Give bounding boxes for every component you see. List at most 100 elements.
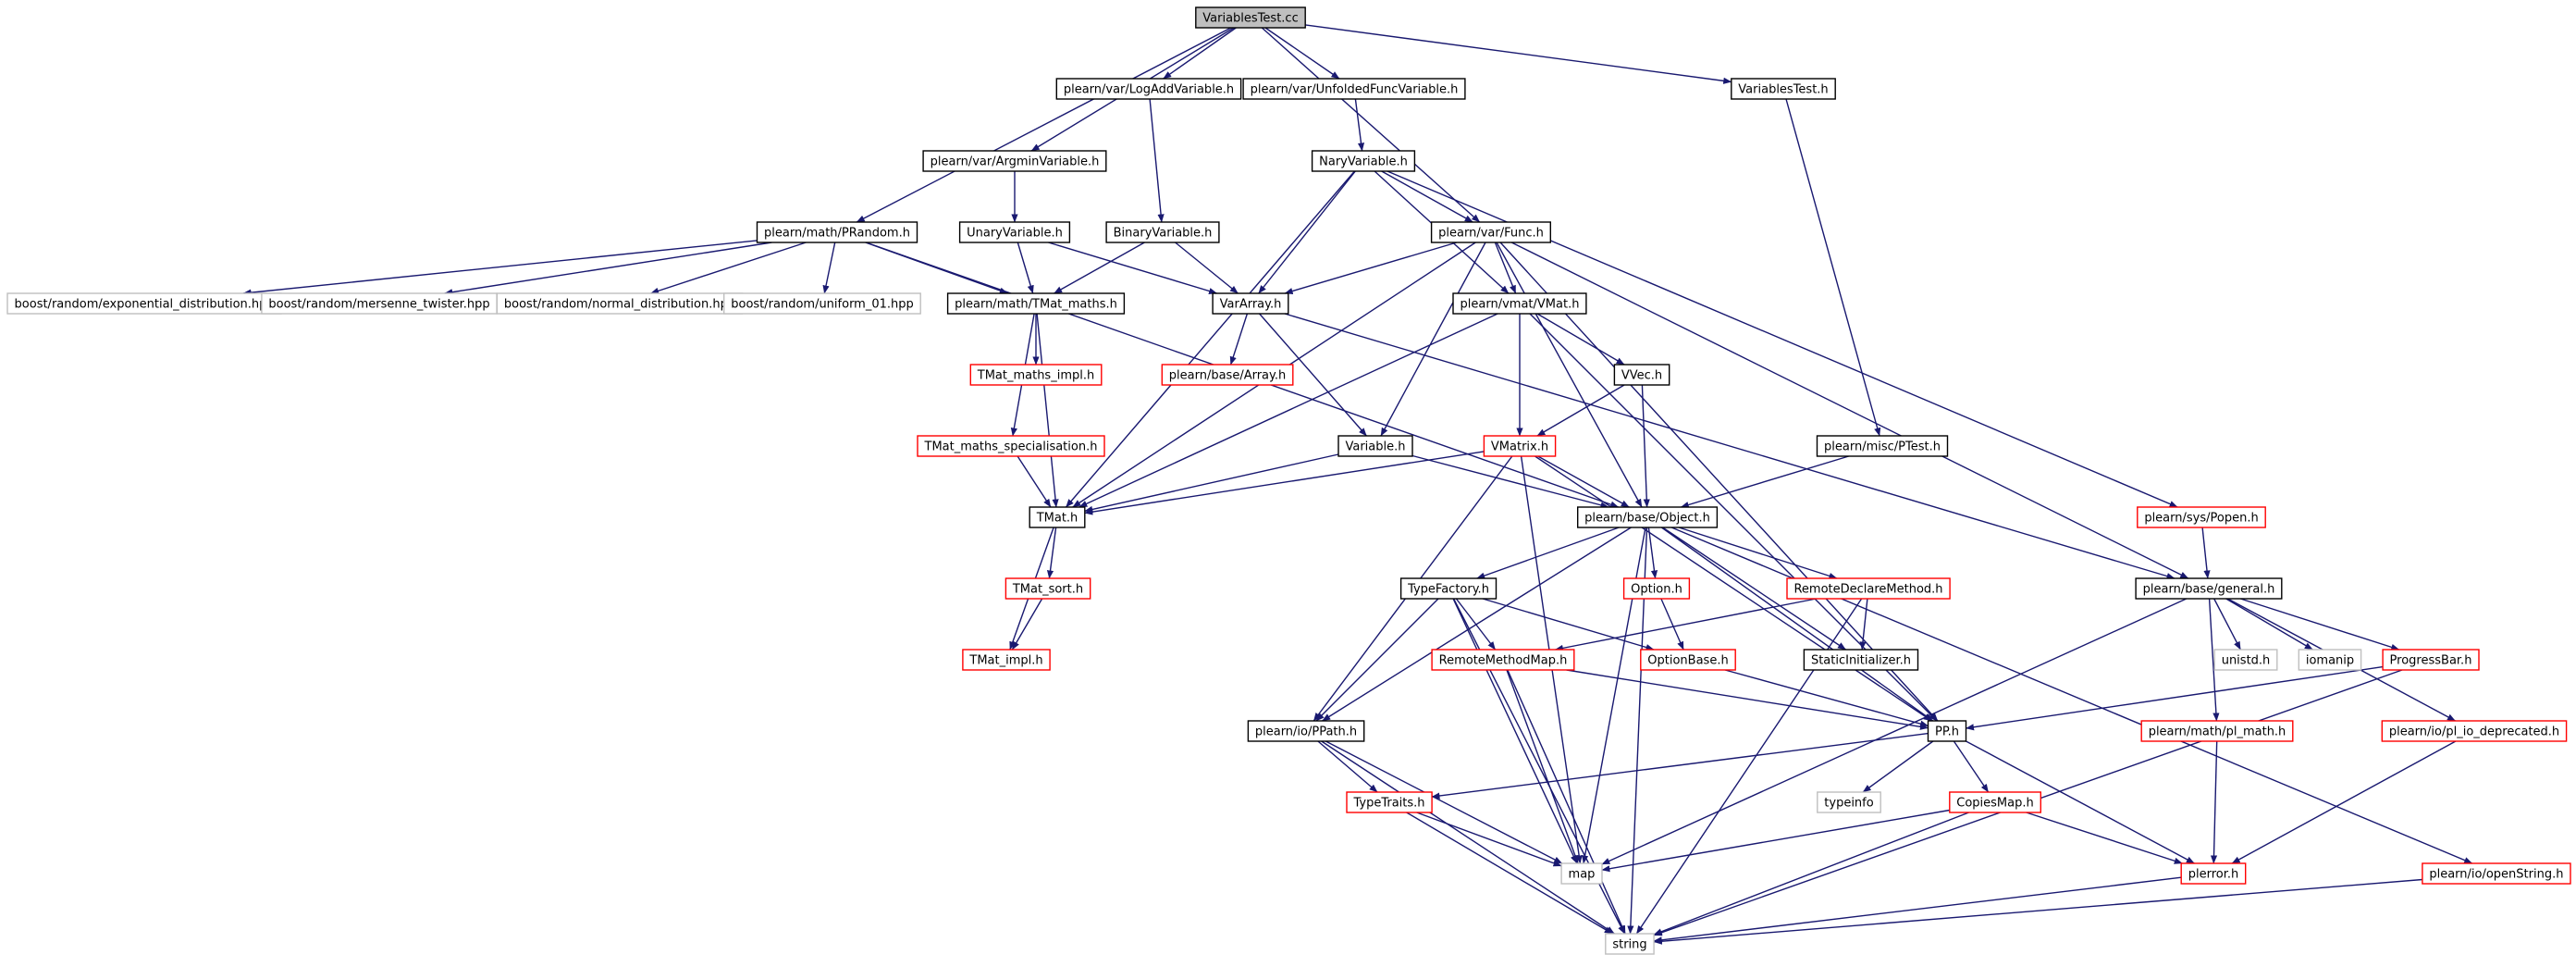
node-label: VariablesTest.h (1738, 83, 1828, 97)
node-typefactory[interactable]: TypeFactory.h (1399, 577, 1498, 600)
node-argmin[interactable]: plearn/var/ArgminVariable.h (922, 150, 1107, 172)
edge-typefactory-to-ppath (1315, 598, 1439, 722)
edge-general-to-plmath (2208, 598, 2220, 722)
node-box (1105, 221, 1220, 243)
node-box (723, 292, 921, 315)
node-prandom[interactable]: plearn/math/PRandom.h (756, 221, 918, 243)
node-tmatspec[interactable]: TMat_maths_specialisation.h (917, 435, 1105, 457)
node-label: string (1612, 938, 1646, 952)
node-root[interactable]: VariablesTest.cc (1195, 6, 1306, 29)
edge-vmat-to-tmat (1078, 313, 1498, 508)
node-unary[interactable]: UnaryVariable.h (958, 221, 1071, 243)
node-remotemap[interactable]: RemoteMethodMap.h (1431, 649, 1575, 671)
edge-tmat-to-tmatsort (1046, 527, 1057, 579)
node-nary[interactable]: NaryVariable.h (1311, 150, 1416, 172)
node-basearray[interactable]: plearn/base/Array.h (1161, 364, 1294, 386)
node-label: plerror.h (2188, 868, 2239, 882)
node-box (958, 221, 1071, 243)
node-label: VVec.h (1621, 369, 1662, 383)
edge-root-to-vtesth (1305, 24, 1732, 84)
node-vvec[interactable]: VVec.h (1613, 364, 1670, 386)
node-box (1640, 649, 1736, 671)
node-plmath[interactable]: plearn/math/pl_math.h (2140, 720, 2294, 742)
node-label: RemoteMethodMap.h (1439, 654, 1568, 668)
node-vtesth[interactable]: VariablesTest.h (1731, 78, 1836, 100)
node-label: boost/random/normal_distribution.hpp (504, 298, 735, 312)
node-object[interactable]: plearn/base/Object.h (1576, 506, 1719, 528)
node-pliodep[interactable]: plearn/io/pl_io_deprecated.h (2381, 720, 2568, 742)
node-unfolded[interactable]: plearn/var/UnfoldedFuncVariable.h (1242, 78, 1466, 100)
node-label: plearn/base/Array.h (1169, 369, 1286, 383)
edge-tmatmaths-to-tmat (1036, 313, 1059, 508)
node-copiesmap[interactable]: CopiesMap.h (1949, 791, 2042, 813)
node-ppath[interactable]: plearn/io/PPath.h (1247, 720, 1365, 742)
edge-func-to-object (1496, 242, 1643, 508)
edge-tmatsort-to-tmatimpl (1011, 598, 1043, 651)
node-label: boost/random/exponential_distribution.hp… (15, 298, 275, 312)
node-box (946, 292, 1126, 315)
node-tmatmaths[interactable]: plearn/math/TMat_maths.h (946, 292, 1126, 315)
edge-nary-to-tmat (1065, 170, 1356, 508)
node-box (1195, 6, 1306, 29)
node-popen[interactable]: plearn/sys/Popen.h (2137, 506, 2266, 528)
node-box (1452, 292, 1587, 315)
node-label: plearn/io/PPath.h (1255, 725, 1357, 739)
edge-variable-to-object (1411, 454, 1609, 509)
node-tmatimplmaths[interactable]: TMat_maths_impl.h (969, 364, 1103, 386)
node-iomanip: iomanip (2298, 649, 2362, 671)
node-progressbar[interactable]: ProgressBar.h (2382, 649, 2480, 671)
edge-prandom-to-normdist (650, 242, 807, 294)
node-expdist: boost/random/exponential_distribution.hp… (6, 292, 282, 315)
node-binary[interactable]: BinaryVariable.h (1105, 221, 1220, 243)
node-label: ProgressBar.h (2390, 654, 2472, 668)
node-box (1337, 435, 1413, 457)
edge-object-to-ppath (1322, 527, 1632, 722)
node-label: RemoteDeclareMethod.h (1793, 583, 1942, 597)
edge-prandom-to-uniform (822, 242, 836, 294)
node-func[interactable]: plearn/var/Func.h (1430, 221, 1551, 243)
edge-vararray-to-basearray (1229, 313, 1249, 366)
edge-prandom-to-mersenne (444, 242, 772, 296)
node-plerror[interactable]: plerror.h (2180, 862, 2247, 885)
node-box (2298, 649, 2362, 671)
node-openstring[interactable]: plearn/io/openString.h (2422, 862, 2571, 885)
node-label: BinaryVariable.h (1114, 227, 1213, 241)
edge-pliodep-to-plerror (2231, 740, 2457, 864)
node-vmatrix[interactable]: VMatrix.h (1483, 435, 1557, 457)
node-label: plearn/var/ArgminVariable.h (931, 155, 1100, 169)
node-vmat[interactable]: plearn/vmat/VMat.h (1452, 292, 1587, 315)
node-remotedeclare[interactable]: RemoteDeclareMethod.h (1786, 577, 1951, 600)
edge-pph-to-plerror (1966, 740, 2195, 864)
node-tmatimpl[interactable]: TMat_impl.h (962, 649, 1051, 671)
node-optionbase[interactable]: OptionBase.h (1640, 649, 1736, 671)
node-typetraits[interactable]: TypeTraits.h (1346, 791, 1433, 813)
edge-ppath-to-map (1325, 740, 1563, 864)
edge-ptest-to-object (1680, 455, 1849, 508)
edge-vvec-to-object (1641, 384, 1650, 508)
node-option[interactable]: Option.h (1622, 577, 1691, 600)
node-tmat[interactable]: TMat.h (1029, 506, 1086, 528)
edge-openstring-to-string (1653, 878, 2422, 945)
node-general[interactable]: plearn/base/general.h (2135, 577, 2283, 600)
node-box (2422, 862, 2571, 885)
node-box (2135, 577, 2283, 600)
node-box (1483, 435, 1557, 457)
node-label: plearn/misc/PTest.h (1824, 440, 1941, 454)
edge-ppath-to-typetraits (1317, 740, 1378, 793)
node-staticinit[interactable]: StaticInitializer.h (1803, 649, 1919, 671)
edge-object-to-pph (1660, 527, 1934, 722)
node-box (1605, 933, 1655, 955)
node-vararray[interactable]: VarArray.h (1212, 292, 1289, 315)
node-box (1431, 649, 1575, 671)
node-variable[interactable]: Variable.h (1337, 435, 1413, 457)
node-ptest[interactable]: plearn/misc/PTest.h (1816, 435, 1949, 457)
node-string: string (1605, 933, 1655, 955)
edge-object-to-staticinit (1662, 527, 1846, 651)
node-tmatsort[interactable]: TMat_sort.h (1005, 577, 1091, 600)
node-pph[interactable]: PP.h (1927, 720, 1967, 742)
node-box (1399, 577, 1498, 600)
node-label: plearn/var/LogAddVariable.h (1064, 83, 1234, 97)
node-logadd[interactable]: plearn/var/LogAddVariable.h (1055, 78, 1242, 100)
node-box (917, 435, 1105, 457)
edge-general-to-map (1601, 598, 2188, 865)
